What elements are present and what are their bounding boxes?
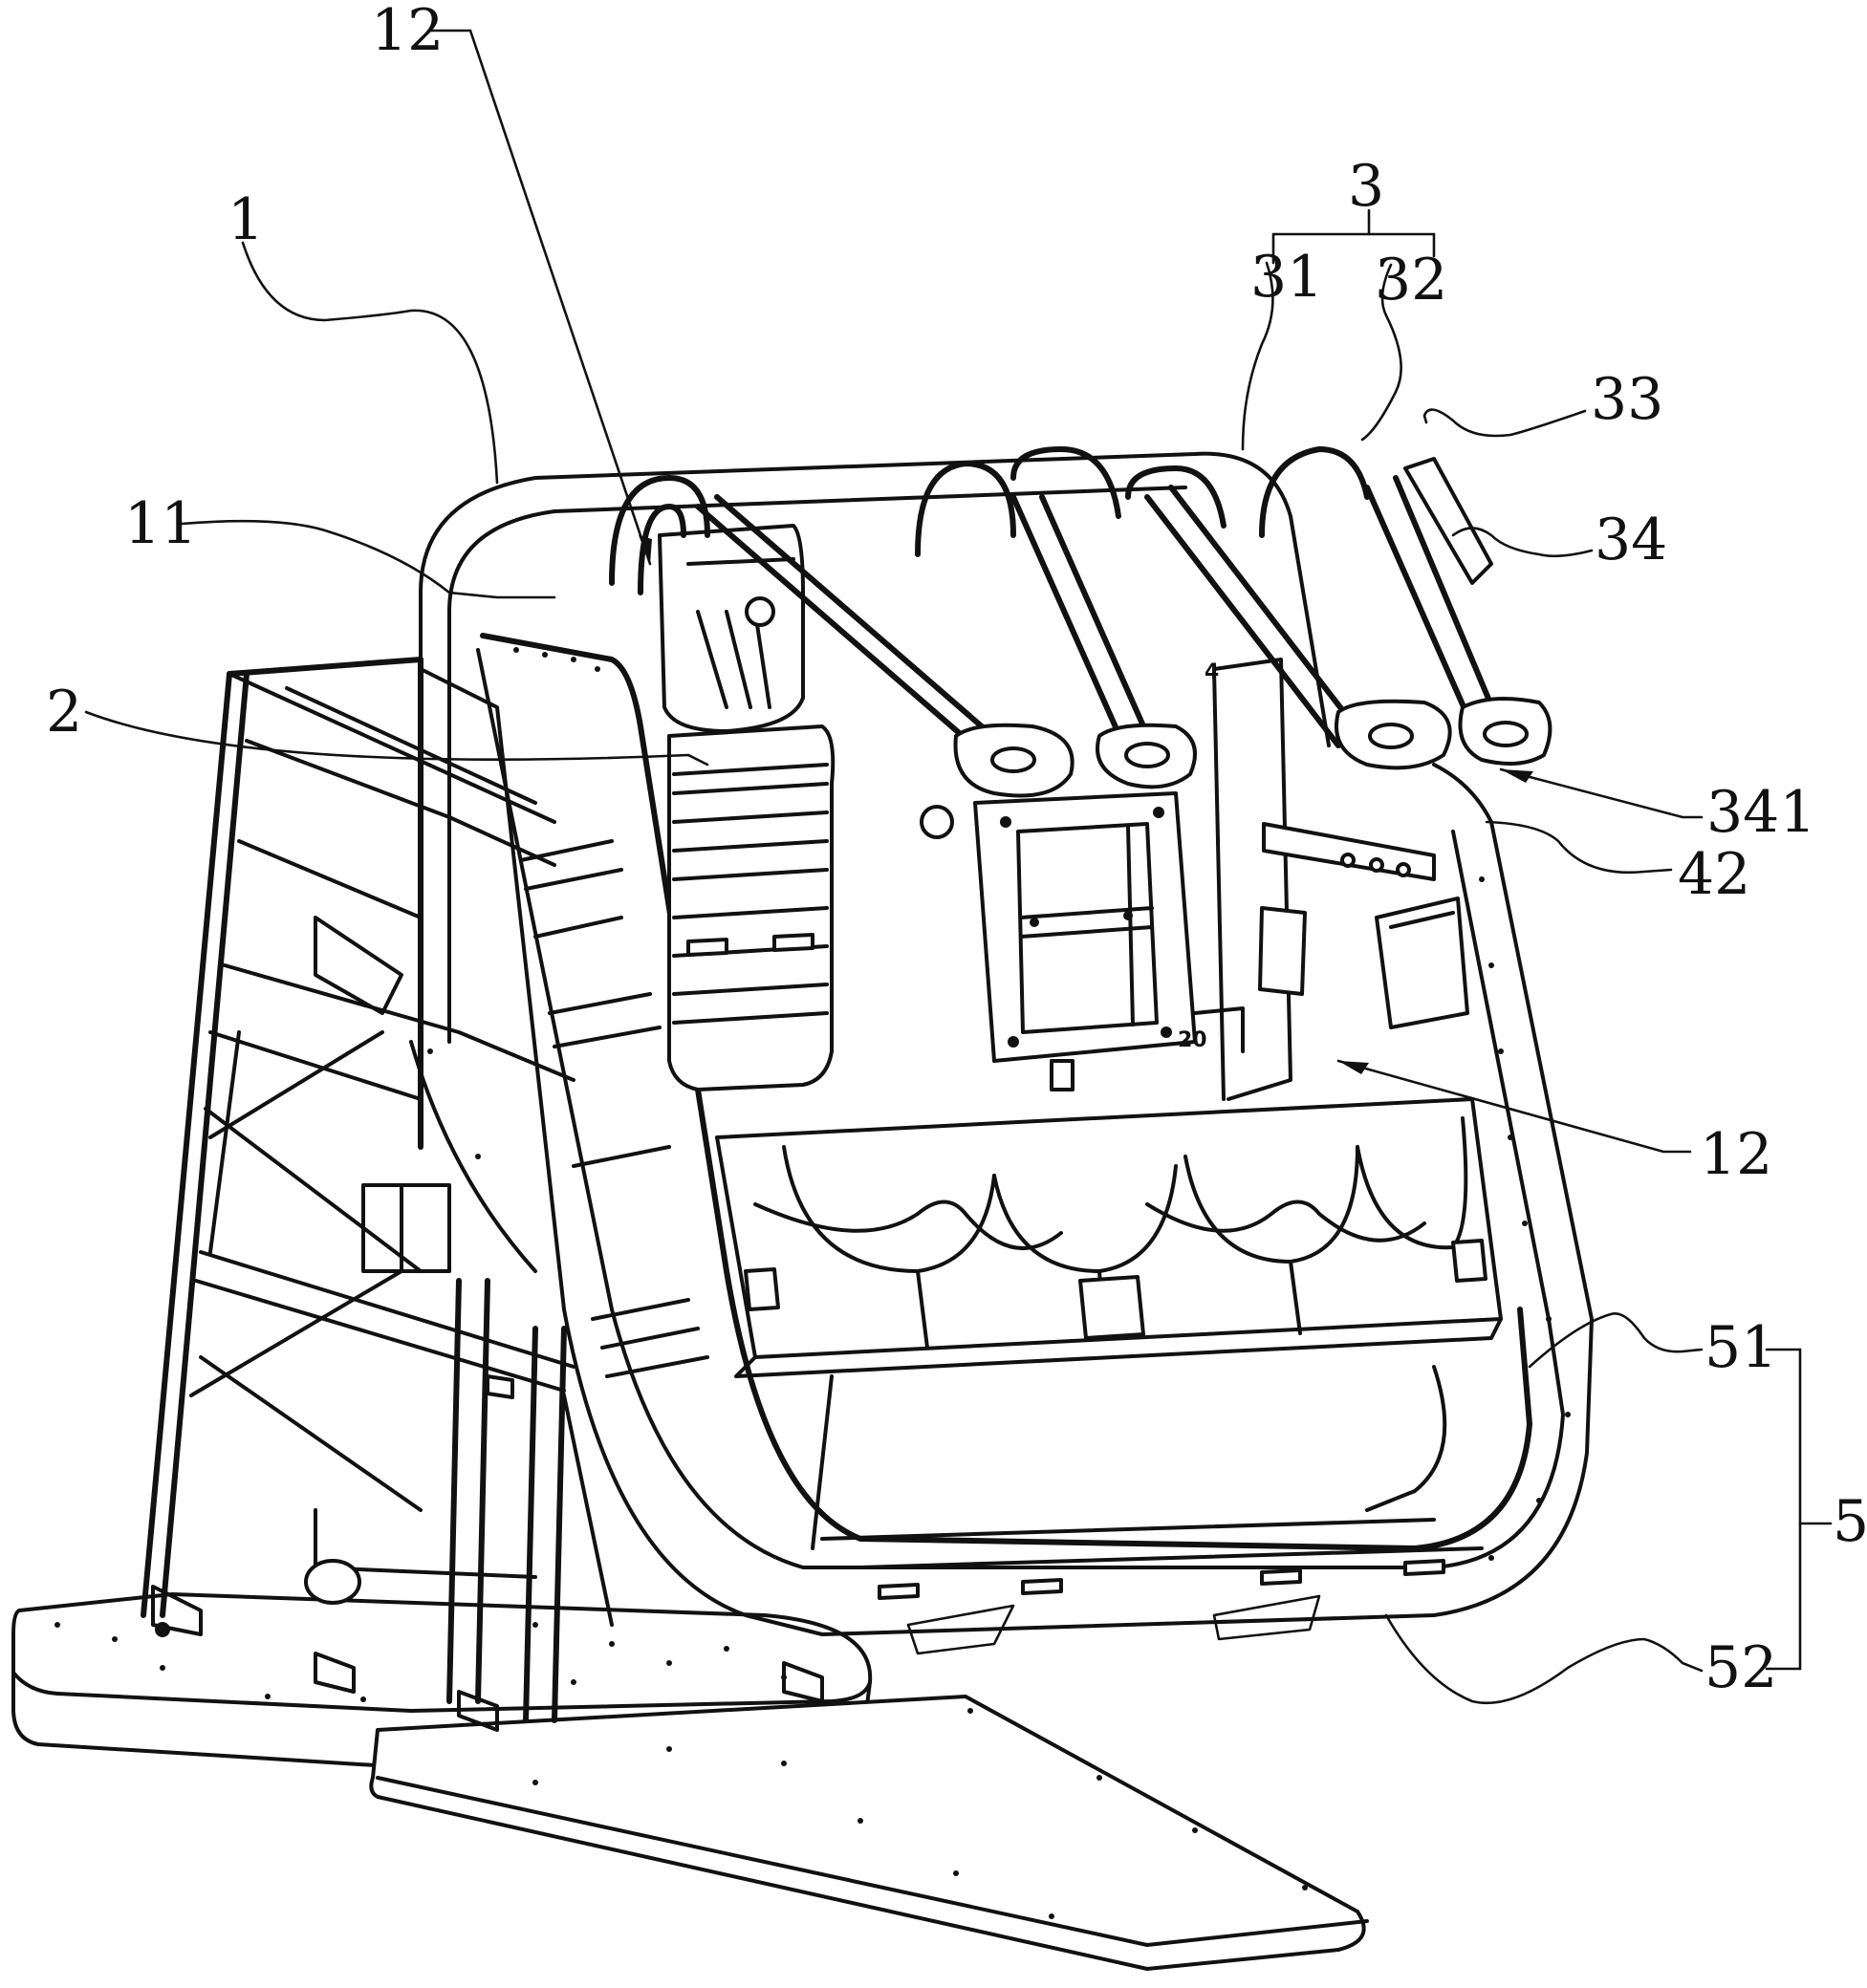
mounting-bracket [1258,822,1469,1029]
seat-row [715,1097,1503,1378]
inline-mark-20: 20 [1178,1028,1207,1052]
label-341: 341 [1706,779,1816,846]
label-52: 52 [1704,1634,1777,1701]
label-1: 1 [228,186,264,253]
label-11: 11 [124,490,197,557]
label-42: 42 [1678,841,1750,908]
label-2: 2 [46,679,82,746]
leader-lines [84,29,1833,1705]
support-truss-frame [141,657,824,1732]
label-31: 31 [1250,244,1323,311]
restraint-assembly [609,446,1552,839]
label-3: 3 [1348,153,1384,220]
entry-ramp [369,1695,1369,1971]
rear-backrest-module [658,524,836,1091]
label-32: 32 [1375,247,1447,313]
label-12-top: 12 [371,0,444,64]
label-12-right: 12 [1700,1121,1772,1188]
base-cradle [811,1365,1484,1655]
reference-labels: 12 1 11 2 3 31 32 33 34 341 42 12 51 5 5… [46,0,1867,1701]
side-panel-stripes [519,839,709,1378]
label-34: 34 [1595,507,1667,573]
label-5: 5 [1833,1488,1867,1555]
inline-mark-4: 4 [1205,660,1219,684]
label-33: 33 [1591,366,1663,433]
label-51: 51 [1704,1314,1777,1381]
center-panel: 20 4 [973,658,1292,1101]
